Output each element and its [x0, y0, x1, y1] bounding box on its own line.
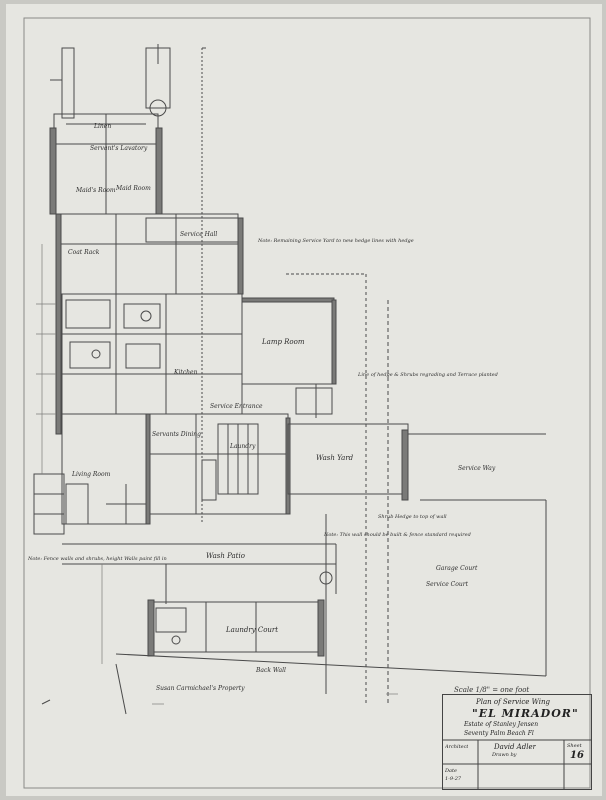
- label-linen: Linen: [93, 123, 111, 130]
- title-sheet-label: Sheet: [567, 743, 582, 749]
- label-laundry-court: Laundry Court: [225, 626, 278, 634]
- label-servants-dining: Servants Dining: [152, 431, 201, 438]
- north-wing-walls: [49, 44, 206, 524]
- label-coat-rack: Coat Rack: [68, 249, 100, 256]
- title-architect-label: Architect: [445, 744, 469, 750]
- blueprint-sheet: Linen Servant's Lavatory Maid's Room Mai…: [6, 4, 602, 796]
- label-lamp-room: Lamp Room: [261, 338, 305, 346]
- kitchen-block-walls: [61, 413, 546, 525]
- title-estate-name: "EL MIRADOR": [472, 707, 579, 720]
- label-wash-patio: Wash Patio: [206, 552, 245, 560]
- title-sheet-number: 16: [570, 750, 584, 761]
- note-remaining-service-yard: Note: Remaining Service Yard to new hedg…: [257, 238, 414, 244]
- title-date-value: 1-9-27: [445, 776, 462, 782]
- title-block: Plan of Service Wing "EL MIRADOR" Estate…: [442, 694, 592, 790]
- title-line-3: Estate of Stanley Jensen: [464, 721, 539, 728]
- dimension-lines: [36, 244, 398, 705]
- note-fence-walls: Note: Fence walls and shrubs, height Wal…: [27, 556, 167, 562]
- lamp-room-walls: [241, 273, 389, 704]
- title-line-4: Seventy Palm Beach Fl: [464, 730, 534, 737]
- wash-yard-walls: [41, 499, 547, 715]
- title-date-label: Date: [445, 768, 457, 774]
- label-service-entrance: Service Entrance: [210, 403, 263, 410]
- note-hedge-shrubs: Line of hedge & Shrubs regrading and Ter…: [357, 372, 498, 378]
- label-living-room: Living Room: [71, 471, 111, 478]
- label-neighbors-property: Susan Carmichael's Property: [156, 685, 245, 692]
- center-wing-walls: [55, 213, 244, 435]
- scale-note: Scale 1/8" = one foot: [454, 686, 530, 694]
- title-architect-name: David Adler: [494, 743, 536, 751]
- west-block-walls: [33, 473, 146, 535]
- sheet-border: [23, 17, 591, 789]
- label-service-court: Service Court: [426, 581, 469, 588]
- label-garage-court: Garage Court: [436, 565, 478, 572]
- title-architect-sub: Drawn by: [492, 752, 517, 758]
- label-laundry: Laundry: [229, 443, 256, 450]
- floor-plan-drawing: Linen Servant's Lavatory Maid's Room Mai…: [23, 17, 591, 789]
- note-wall-fence: Note: This wall should be built & fence …: [323, 532, 471, 538]
- label-wash-yard: Wash Yard: [316, 454, 354, 462]
- title-plan-of: Plan of Service Wing: [476, 698, 550, 706]
- note-shrub-hedge: Shrub Hedge to top of wall: [378, 514, 447, 520]
- label-back-wall: Back Wall: [255, 667, 286, 674]
- label-maid-room: Maid's Room: [75, 187, 116, 194]
- label-service-way: Service Way: [458, 465, 496, 472]
- label-kitchen: Kitchen: [173, 369, 198, 376]
- label-service-hall: Service Hall: [180, 231, 217, 238]
- label-maid-room-2: Maid Room: [115, 185, 151, 192]
- label-servants-lavatory: Servant's Lavatory: [90, 145, 148, 152]
- title-block-frame: [442, 694, 592, 790]
